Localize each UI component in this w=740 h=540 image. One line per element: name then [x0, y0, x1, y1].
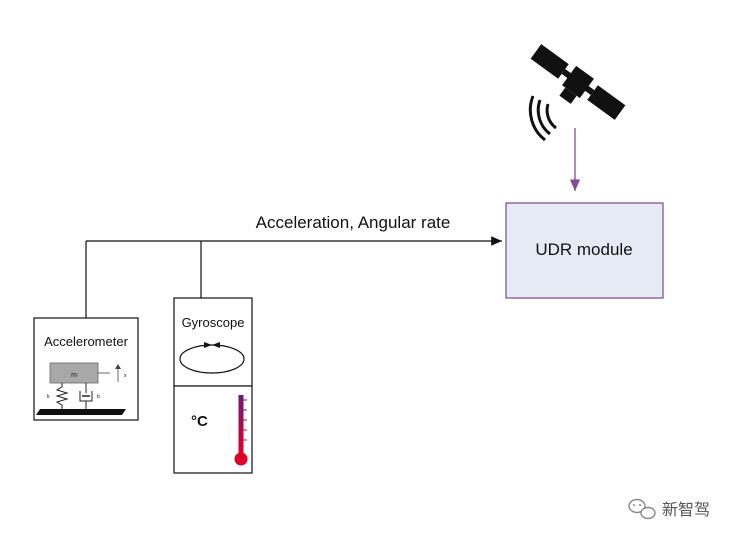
accelerometer-label: Accelerometer [44, 334, 128, 349]
svg-text:b: b [97, 394, 100, 400]
accelerometer-block: Accelerometer m x k b [33, 317, 139, 421]
signal-label: Acceleration, Angular rate [256, 213, 451, 232]
svg-text:x: x [124, 373, 127, 379]
temperature-unit-label: °C [191, 413, 208, 430]
udr-module-block: UDR module [505, 202, 664, 299]
rotation-icon [179, 342, 245, 374]
gyroscope-block: Gyroscope [173, 297, 253, 387]
signal-bus [85, 236, 502, 318]
wechat-icon [628, 498, 656, 520]
svg-text:k: k [47, 394, 50, 400]
watermark: 新智驾 [628, 498, 710, 520]
spring-mass-damper-icon: m x k b [36, 362, 127, 415]
temperature-block: °C [173, 385, 253, 474]
thermometer-icon [234, 395, 248, 466]
svg-text:m: m [71, 372, 77, 379]
satellite-icon [528, 44, 626, 142]
watermark-text: 新智驾 [662, 501, 710, 519]
gyroscope-label: Gyroscope [182, 315, 245, 330]
udr-module-label: UDR module [535, 240, 632, 259]
